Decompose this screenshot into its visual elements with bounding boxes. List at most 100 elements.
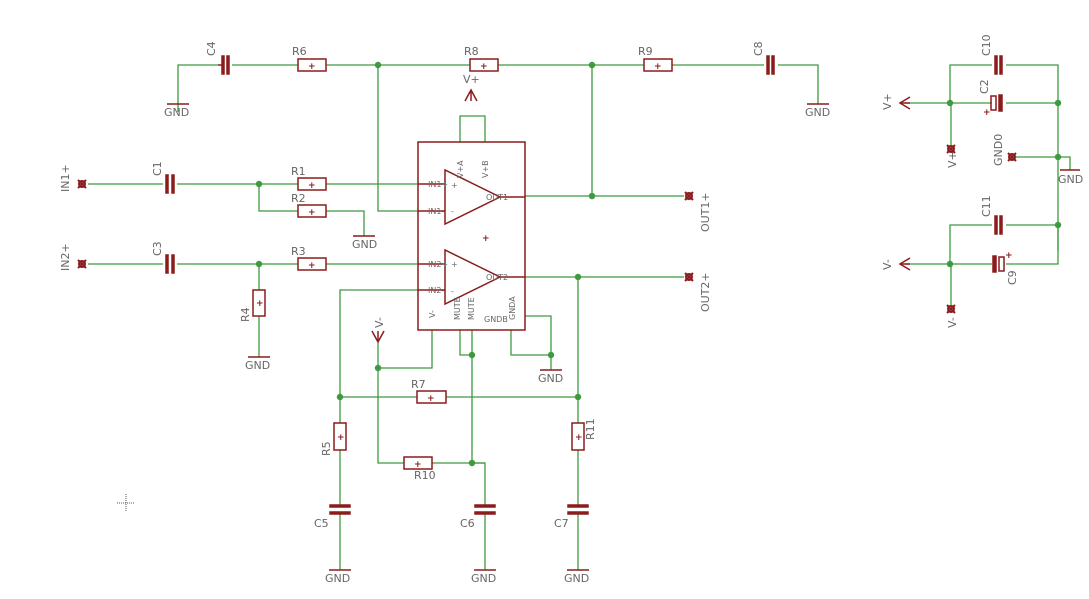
pin-in2p: IN2+ <box>428 260 448 269</box>
port-out1[interactable]: OUT1+ <box>684 191 712 232</box>
r2-plus: + <box>308 208 316 218</box>
crosshair-cursor-icon <box>117 494 135 512</box>
resistor-r3[interactable]: + R3 <box>291 245 327 271</box>
port-in2[interactable]: IN2+ <box>59 243 87 271</box>
pin-gndb: GNDB <box>484 315 508 324</box>
wires <box>88 64 1071 570</box>
gnd-label: GND <box>805 106 830 119</box>
resistor-r6[interactable]: + R6 <box>292 45 327 72</box>
vplus-supply-rail: V+ <box>881 93 911 110</box>
r6-label: R6 <box>292 45 307 58</box>
resistor-r1[interactable]: + R1 <box>291 165 327 191</box>
resistor-r8[interactable]: + R8 <box>464 45 499 72</box>
pin-mute-1: MUTE <box>453 297 462 320</box>
r8-plus: + <box>480 62 488 72</box>
junction <box>588 192 596 200</box>
gnd-label: GND <box>1058 173 1083 186</box>
port-gnd0[interactable]: GND0 <box>992 134 1017 166</box>
junction <box>255 260 263 268</box>
junction <box>468 351 476 359</box>
capacitor-c11[interactable]: C11 <box>980 195 1003 235</box>
r1-plus: + <box>308 181 316 191</box>
capacitor-c6[interactable]: C6 <box>460 504 496 530</box>
resistor-r10[interactable]: + R10 <box>403 456 436 482</box>
capacitor-c10[interactable]: C10 <box>980 34 1003 75</box>
out1-label: OUT1+ <box>699 192 712 232</box>
junction <box>574 393 582 401</box>
c8-label: C8 <box>752 41 765 56</box>
r4-label: R4 <box>239 307 252 322</box>
gnd-label: GND <box>538 372 563 385</box>
pin-in2m: IN2- <box>428 286 444 295</box>
vminus-port-label: V- <box>946 317 959 328</box>
vminus-supply-rail: V- <box>881 257 911 271</box>
ic-origin-plus: + <box>482 234 490 244</box>
gnd-label: GND <box>164 106 189 119</box>
r7-plus: + <box>427 394 435 404</box>
r8-label: R8 <box>464 45 479 58</box>
pin-vm: V- <box>428 310 437 318</box>
capacitor-c3[interactable]: C3 <box>151 241 175 274</box>
port-vminus[interactable]: V- <box>946 304 959 328</box>
junction <box>946 260 954 268</box>
pin-out1: OUT1 <box>486 193 508 202</box>
capacitor-c2[interactable]: + C2 <box>978 79 1003 118</box>
junction <box>336 393 344 401</box>
vplus-port-label: V+ <box>946 151 959 168</box>
resistor-r5[interactable]: + R5 <box>320 422 347 456</box>
capacitor-c4[interactable]: C4 <box>205 41 230 75</box>
pin-vpb: V+B <box>481 160 490 178</box>
vminus-supply-ic: V- <box>371 317 386 344</box>
c10-label: C10 <box>980 34 993 56</box>
r4-plus: + <box>256 299 264 309</box>
ground-symbol-c7: GND <box>564 569 589 585</box>
opamp-2-triangle <box>444 248 502 306</box>
pin-in1p: IN1+ <box>428 180 448 189</box>
opamp-2-minus: - <box>451 287 454 296</box>
gnd-label: GND <box>352 238 377 251</box>
resistor-r11[interactable]: + R11 <box>571 418 597 451</box>
c7-label: C7 <box>554 517 569 530</box>
ground-symbol-c6: GND <box>471 569 496 585</box>
c2-plus: + <box>983 108 991 118</box>
junction <box>547 351 555 359</box>
port-in1[interactable]: IN1+ <box>59 164 87 192</box>
port-vplus[interactable]: V+ <box>946 144 959 168</box>
r5-plus: + <box>337 433 345 443</box>
c2-label: C2 <box>978 79 991 94</box>
capacitor-c7[interactable]: C7 <box>554 504 589 530</box>
capacitor-c9[interactable]: + C9 <box>992 251 1019 285</box>
junction <box>1054 221 1062 229</box>
junction <box>946 99 954 107</box>
resistor-r9[interactable]: + R9 <box>638 45 673 72</box>
amplifier-ic[interactable]: + - + - + IN1+ IN1- IN2+ IN2- OUT1 OUT2 … <box>417 141 526 331</box>
vminus-label: V- <box>881 259 894 270</box>
r9-label: R9 <box>638 45 653 58</box>
c9-label: C9 <box>1006 270 1019 285</box>
capacitor-c1[interactable]: C1 <box>151 161 175 194</box>
resistor-r7[interactable]: + R7 <box>411 378 447 404</box>
resistor-r4[interactable]: + R4 <box>239 289 266 322</box>
c6-label: C6 <box>460 517 475 530</box>
c4-label: C4 <box>205 41 218 56</box>
r3-label: R3 <box>291 245 306 258</box>
port-out2[interactable]: OUT2+ <box>684 272 712 312</box>
pin-out2: OUT2 <box>486 273 508 282</box>
ground-symbol-c5: GND <box>325 569 351 585</box>
ground-symbol-supply: GND <box>1058 169 1083 186</box>
opamp-1-triangle <box>444 168 502 226</box>
r5-label: R5 <box>320 441 333 456</box>
junction <box>1054 99 1062 107</box>
capacitor-c5[interactable]: C5 <box>314 504 351 530</box>
out2-label: OUT2+ <box>699 272 712 312</box>
ground-symbol-r2: GND <box>352 235 377 251</box>
pin-in1m: IN1- <box>428 207 444 216</box>
in2-label: IN2+ <box>59 243 72 271</box>
c3-label: C3 <box>151 241 164 256</box>
vminus-label: V- <box>373 317 386 328</box>
junction <box>374 364 382 372</box>
junction <box>255 180 263 188</box>
capacitor-c8[interactable]: C8 <box>752 41 775 75</box>
resistor-r2[interactable]: + R2 <box>291 192 327 218</box>
